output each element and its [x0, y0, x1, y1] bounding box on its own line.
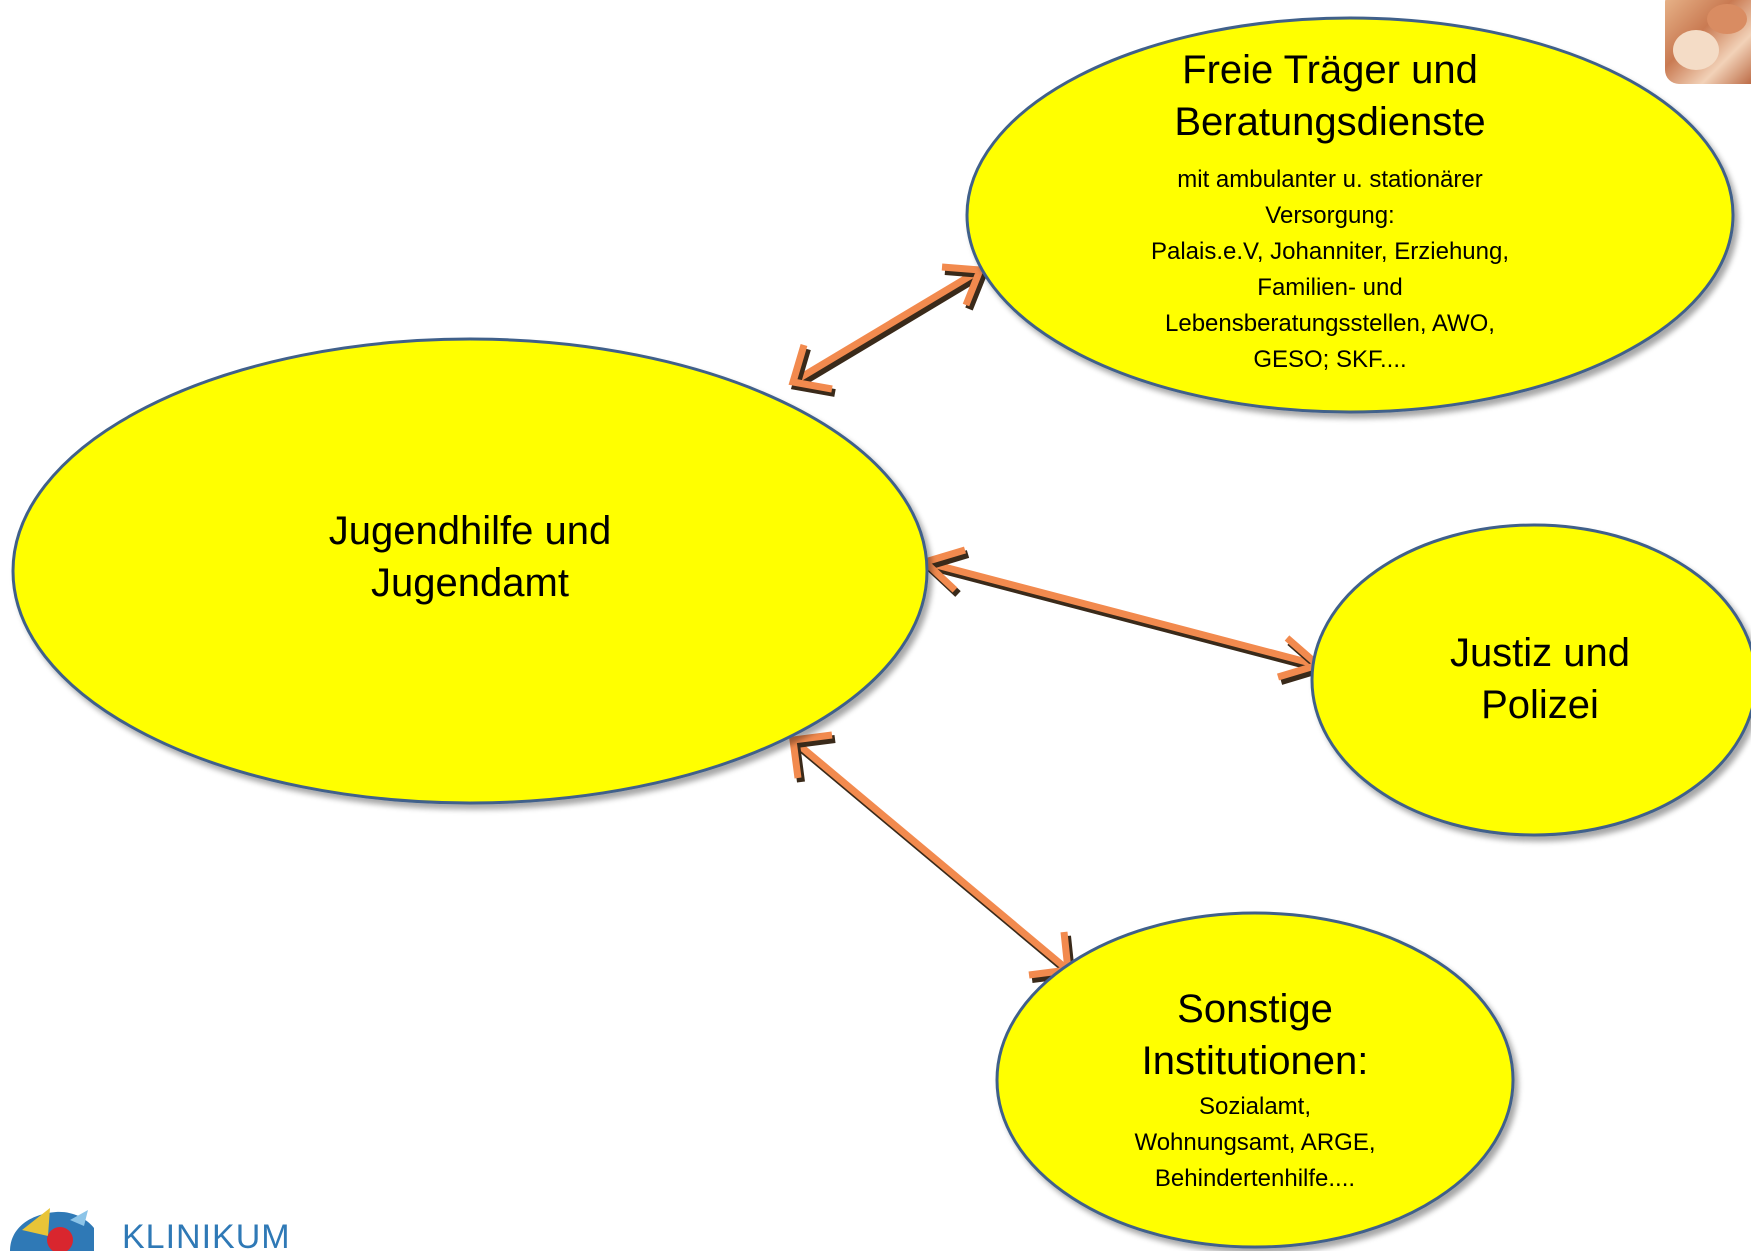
jugendamt-title-line-1: Jugendhilfe und [328, 509, 612, 553]
freie-traeger-detail-5: Lebensberatungsstellen, AWO, [1165, 310, 1495, 337]
freie-traeger-title-line-2: Beratungsdienste [1174, 100, 1486, 144]
freie-traeger-detail-2: Versorgung: [1265, 202, 1395, 229]
photo-thumbnail [1665, 0, 1751, 84]
freie-traeger-title-line-1: Freie Träger und [1182, 48, 1478, 92]
photo-detail-shape [1673, 30, 1719, 70]
klinikum-logo-icon [10, 1208, 94, 1251]
justiz-label: Justiz und Polizei [1370, 627, 1710, 731]
freie-traeger-detail-4: Familien- und [1257, 274, 1403, 301]
photo-detail-shape [1707, 4, 1747, 34]
jugendamt-label: Jugendhilfe und Jugendamt [220, 505, 720, 609]
arrow-jugendamt-justiz [918, 546, 1330, 685]
arrow-jugendamt-freie-traeger [788, 263, 989, 397]
sonstige-detail-1: Sozialamt, [1198, 1093, 1312, 1120]
node-jugendamt [11, 337, 929, 805]
jugendamt-title-line-2: Jugendamt [371, 561, 569, 605]
justiz-title-line-2: Polizei [1481, 683, 1599, 727]
sonstige-detail-2: Wohnungsamt, ARGE, [1134, 1129, 1376, 1156]
node-justiz [1310, 523, 1751, 837]
logo-text: KLINIKUM [122, 1218, 291, 1256]
node-freie-traeger [965, 16, 1735, 414]
freie-traeger-label: Freie Träger und Beratungsdienste mit am… [1050, 44, 1610, 378]
freie-traeger-detail-1: mit ambulanter u. stationärer [1177, 166, 1483, 193]
sonstige-title-line-2: Institutionen: [1141, 1039, 1369, 1083]
justiz-title-line-1: Justiz und [1449, 631, 1631, 675]
sonstige-title-line-1: Sonstige [1177, 987, 1333, 1031]
arrow-jugendamt-sonstige [789, 731, 1076, 983]
sonstige-detail-3: Behindertenhilfe.... [1154, 1165, 1356, 1192]
node-sonstige [995, 911, 1515, 1249]
freie-traeger-detail-3: Palais.e.V, Johanniter, Erziehung, [1150, 238, 1510, 265]
freie-traeger-detail-6: GESO; SKF.... [1253, 346, 1407, 373]
sonstige-label: Sonstige Institutionen: Sozialamt, Wohnu… [1055, 983, 1455, 1197]
